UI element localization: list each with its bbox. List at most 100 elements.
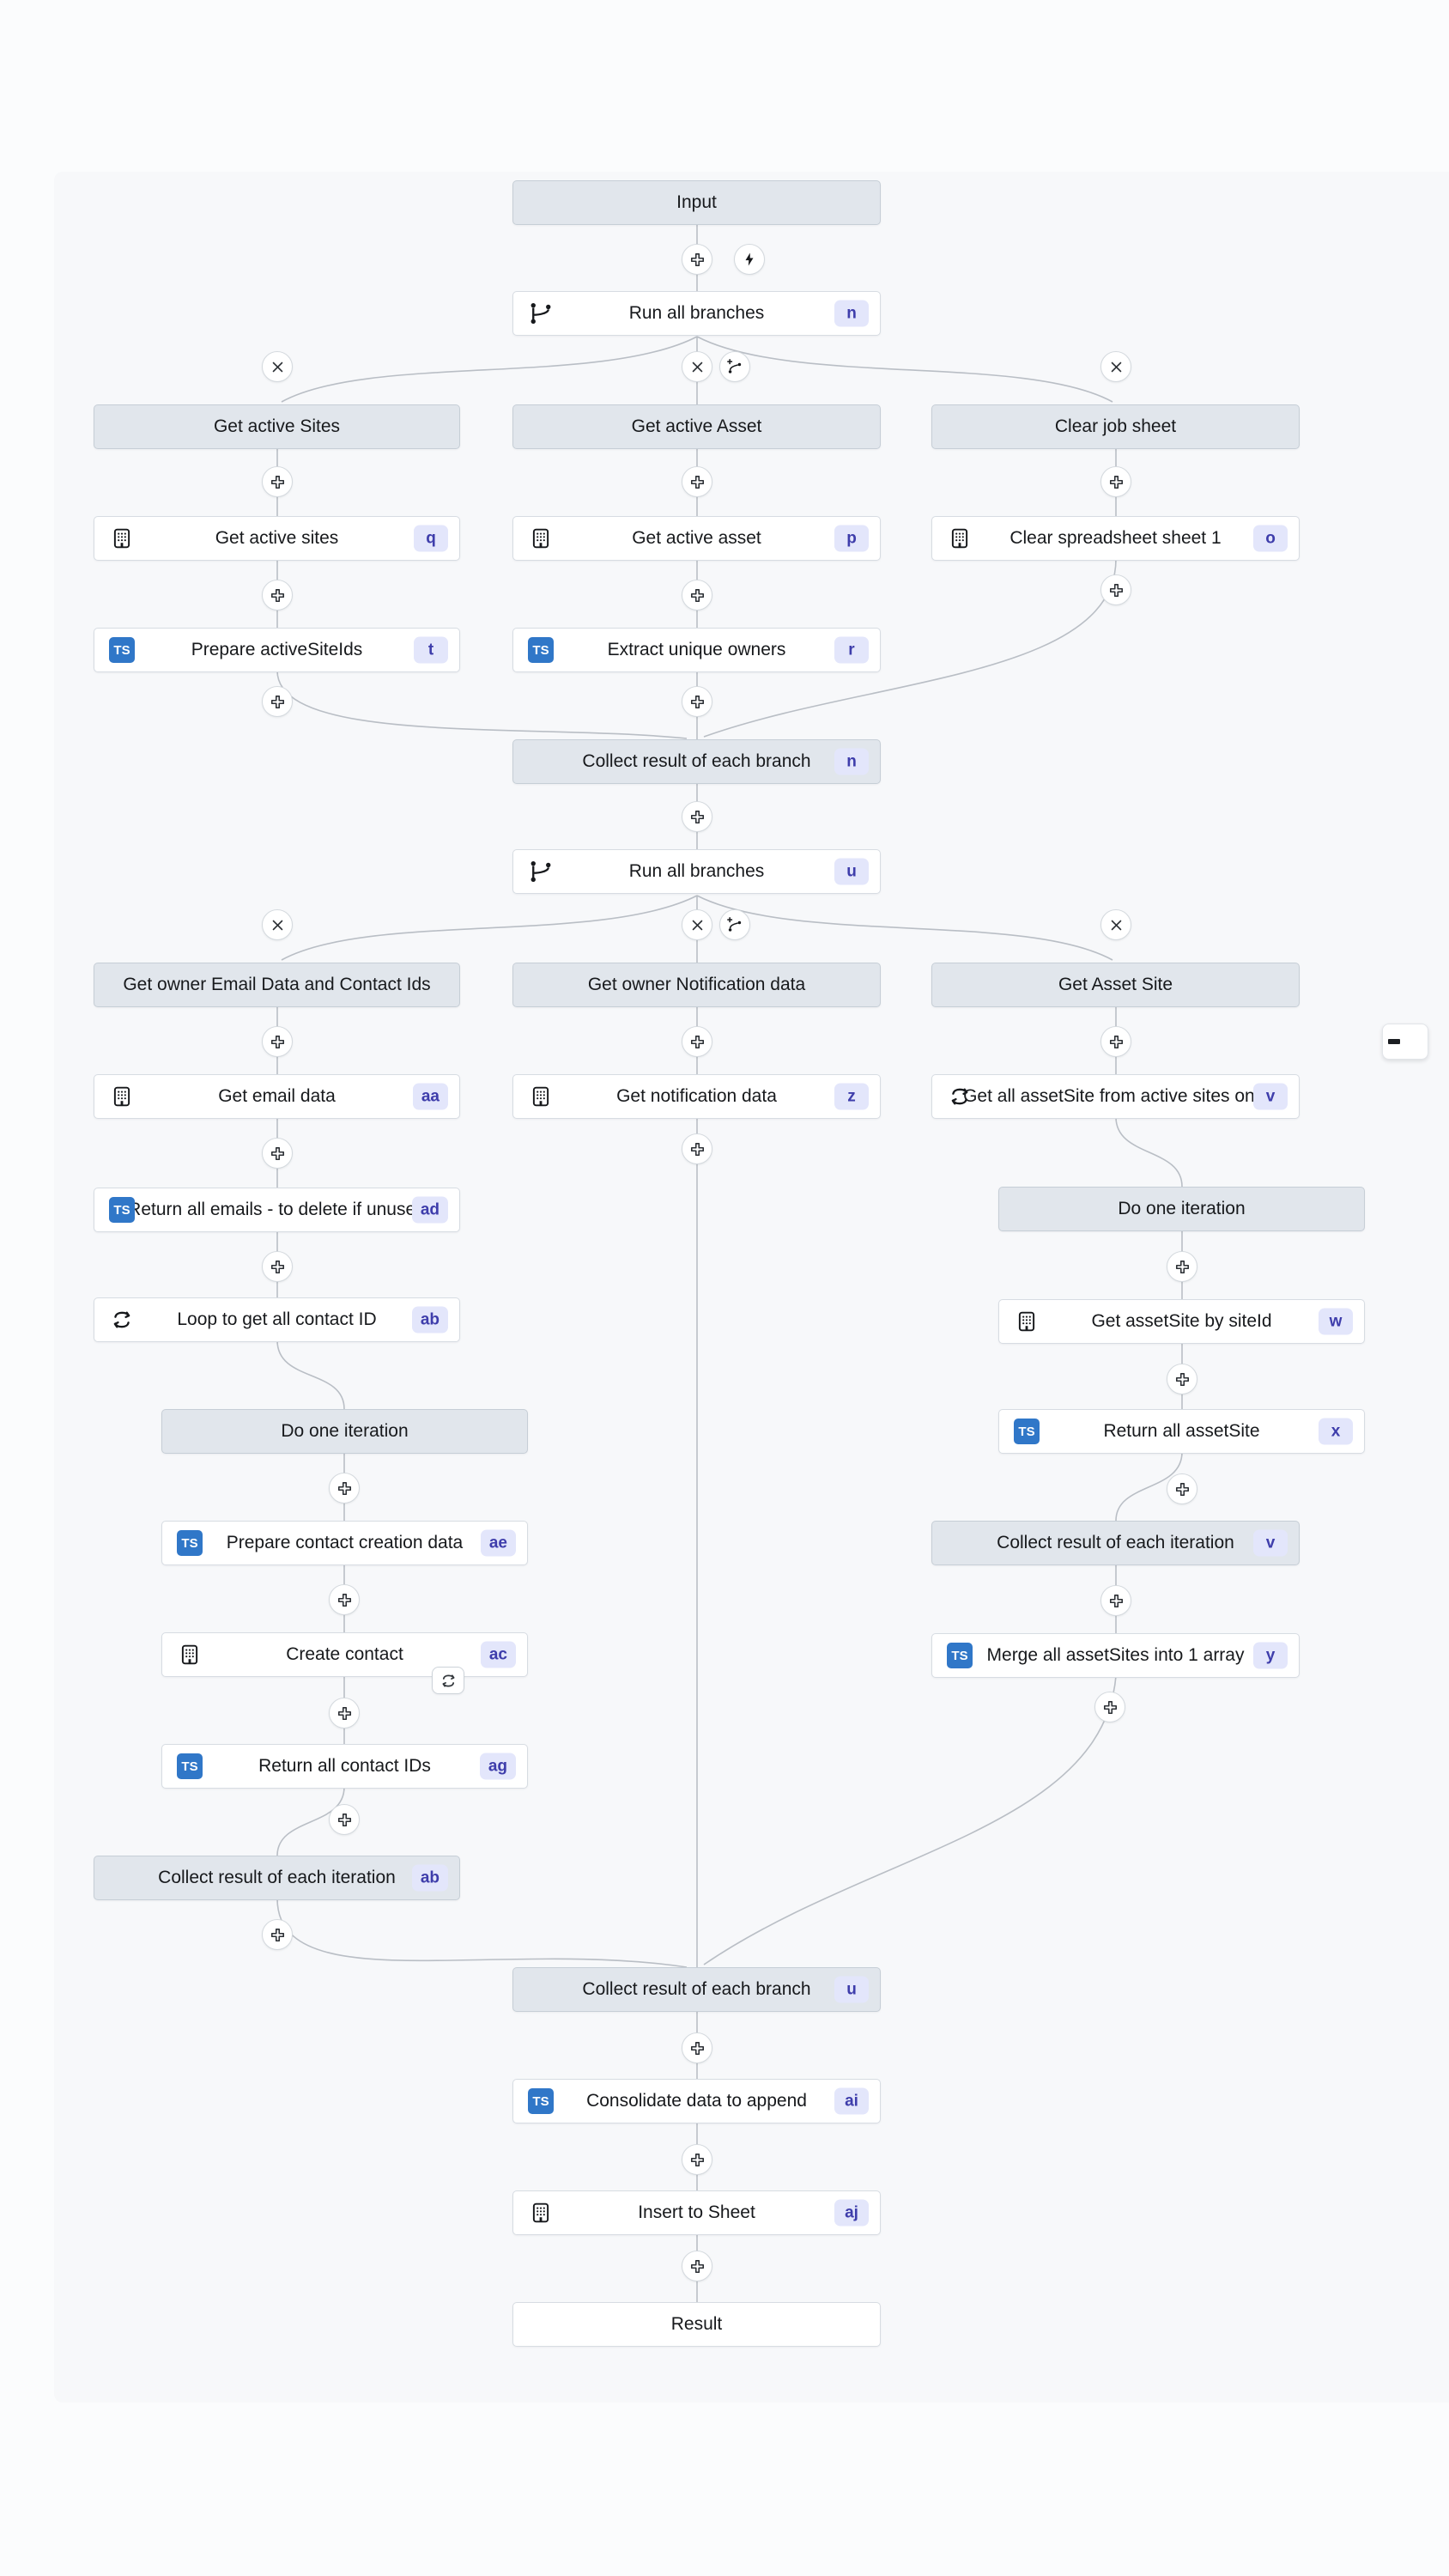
node-id-badge: n (834, 748, 869, 775)
node-run-all-branches-u[interactable]: Run all branches u (512, 849, 881, 894)
add-block-button[interactable] (262, 1251, 293, 1282)
block-do-one-iteration-left[interactable]: Do one iteration (161, 1409, 528, 1454)
plus-icon (689, 809, 706, 825)
add-block-button[interactable] (682, 686, 712, 717)
add-block-button[interactable] (682, 1026, 712, 1057)
block-do-one-iteration-right[interactable]: Do one iteration (998, 1187, 1365, 1231)
node-id-badge: v (1253, 1083, 1288, 1110)
block-input[interactable]: Input (512, 180, 881, 225)
add-block-button[interactable] (1167, 1473, 1197, 1504)
node-id-badge: aa (412, 1083, 448, 1110)
add-block-button[interactable] (682, 580, 712, 611)
block-clear-job-sheet[interactable]: Clear job sheet (931, 404, 1300, 449)
add-block-button[interactable] (262, 1026, 293, 1057)
collapsed-side-panel[interactable] (1382, 1024, 1428, 1060)
node-label: Get Asset Site (1058, 975, 1173, 994)
add-block-button[interactable] (682, 2144, 712, 2175)
node-get-all-assetsite-v[interactable]: Get all assetSite from active sites only… (931, 1074, 1300, 1119)
block-get-owner-notification[interactable]: Get owner Notification data (512, 963, 881, 1007)
node-label: Create contact (286, 1644, 403, 1664)
plus-icon (1102, 1699, 1119, 1716)
add-branch-button[interactable] (719, 909, 750, 940)
delete-branch-button[interactable] (1100, 351, 1131, 382)
add-block-button[interactable] (682, 2251, 712, 2281)
add-block-button[interactable] (682, 244, 712, 275)
delete-branch-button[interactable] (262, 351, 293, 382)
block-get-active-asset[interactable]: Get active Asset (512, 404, 881, 449)
node-label: Get all assetSite from active sites only (963, 1086, 1268, 1106)
block-get-owner-email[interactable]: Get owner Email Data and Contact Ids (94, 963, 460, 1007)
add-block-button[interactable] (262, 1919, 293, 1950)
delete-branch-button[interactable] (682, 351, 712, 382)
delete-branch-button[interactable] (682, 909, 712, 940)
node-label: Get owner Notification data (587, 975, 806, 994)
add-block-button[interactable] (682, 466, 712, 497)
add-block-button[interactable] (1100, 466, 1131, 497)
delete-branch-button[interactable] (262, 909, 293, 940)
loop-indicator (432, 1667, 464, 1694)
block-get-active-sites[interactable]: Get active Sites (94, 404, 460, 449)
plus-icon (270, 1927, 286, 1943)
add-block-button[interactable] (329, 1804, 360, 1835)
plus-icon (270, 474, 286, 490)
add-block-button[interactable] (329, 1473, 360, 1504)
add-block-button[interactable] (329, 1698, 360, 1728)
resource-icon (109, 526, 135, 551)
plus-icon (689, 2258, 706, 2275)
add-block-button[interactable] (262, 580, 293, 611)
plus-icon (1108, 1034, 1125, 1050)
node-label: Run all branches (628, 861, 765, 881)
add-block-button[interactable] (682, 801, 712, 832)
node-label: Return all assetSite (1103, 1421, 1260, 1441)
add-block-button[interactable] (1167, 1251, 1197, 1282)
add-block-button[interactable] (329, 1584, 360, 1615)
add-block-button[interactable] (1094, 1692, 1125, 1722)
delete-branch-button[interactable] (1100, 909, 1131, 940)
add-block-button[interactable] (262, 686, 293, 717)
add-block-button[interactable] (1100, 574, 1131, 605)
add-block-button[interactable] (682, 2032, 712, 2063)
add-block-button[interactable] (1167, 1364, 1197, 1394)
add-block-button[interactable] (262, 466, 293, 497)
add-block-button[interactable] (262, 1138, 293, 1169)
close-icon (1109, 918, 1124, 933)
typescript-icon: TS (109, 1197, 135, 1223)
add-branch-button[interactable] (719, 351, 750, 382)
node-id-badge: u (834, 858, 869, 885)
block-get-asset-site[interactable]: Get Asset Site (931, 963, 1300, 1007)
plus-icon (270, 587, 286, 604)
trigger-button[interactable] (734, 244, 765, 275)
resource-icon (528, 526, 554, 551)
node-label: Return all contact IDs (258, 1756, 431, 1776)
add-block-button[interactable] (682, 1133, 712, 1164)
add-block-button[interactable] (1100, 1026, 1131, 1057)
add-block-button[interactable] (1100, 1585, 1131, 1616)
node-id-badge: ai (834, 2087, 869, 2115)
node-label: Collect result of each iteration (158, 1868, 396, 1887)
node-id-badge: z (834, 1083, 869, 1110)
node-result[interactable]: Result (512, 2302, 881, 2347)
